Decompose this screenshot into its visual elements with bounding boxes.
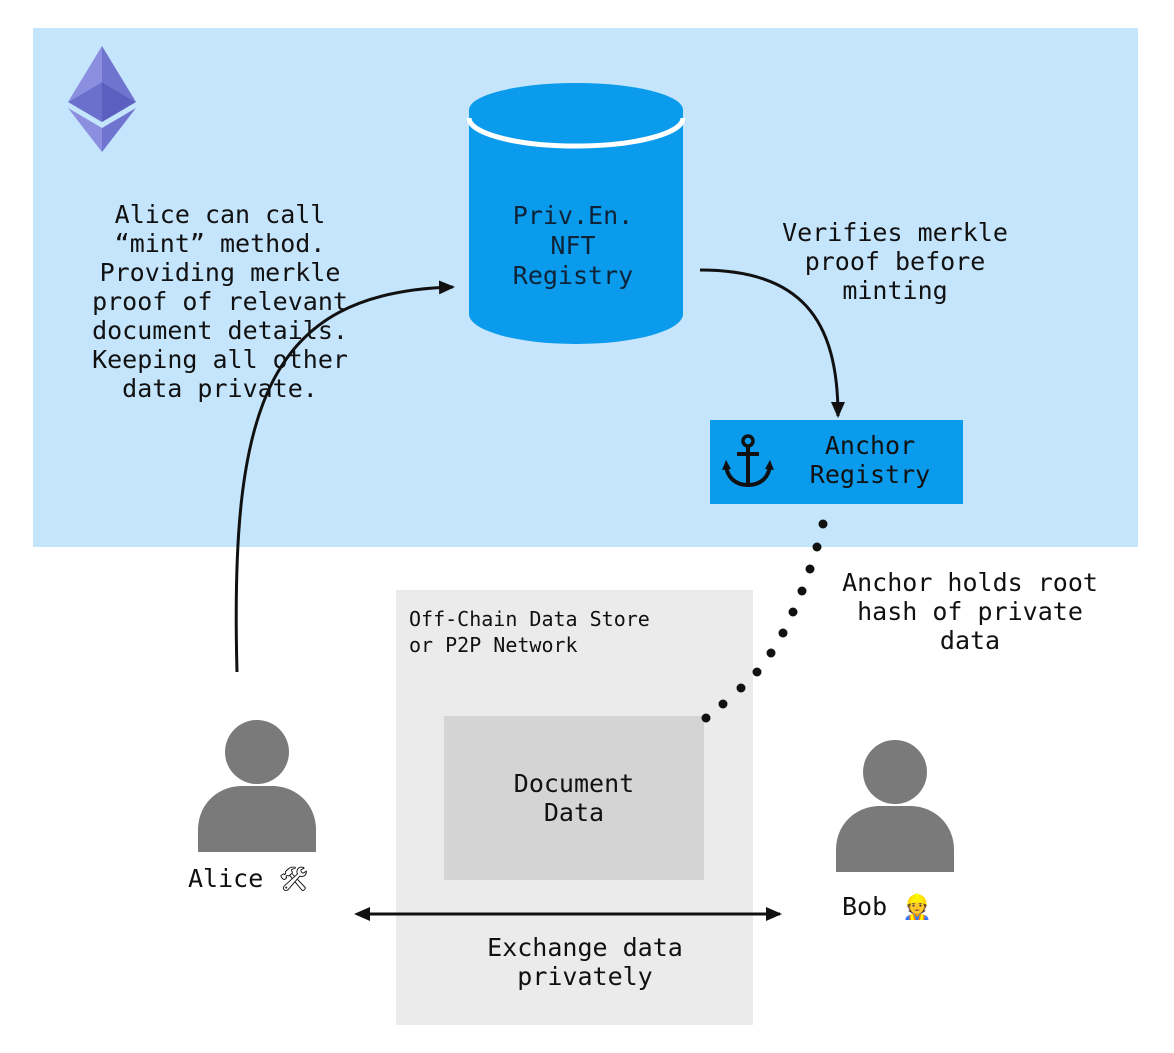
bob-person-icon xyxy=(836,740,954,872)
anchor-registry-label: Anchor Registry xyxy=(809,431,931,489)
construction-worker-icon: 👷 xyxy=(902,893,933,921)
ethereum-logo-icon xyxy=(68,46,136,152)
verify-annotation: Verifies merkle proof before minting xyxy=(782,218,1008,305)
exchange-annotation: Exchange data privately xyxy=(487,933,683,991)
alice-label: Alice 🛠 xyxy=(188,864,309,894)
offchain-store-title: Off-Chain Data Store or P2P Network xyxy=(409,607,650,657)
alice-name: Alice xyxy=(188,864,264,893)
alice-person-icon xyxy=(198,720,316,852)
bob-name: Bob xyxy=(842,892,888,921)
anchor-registry-box xyxy=(710,420,963,504)
tools-icon: 🛠 xyxy=(278,865,309,893)
database-cylinder-icon xyxy=(466,83,686,344)
anchor-icon xyxy=(722,434,774,488)
anchor-holds-annotation: Anchor holds root hash of private data xyxy=(842,568,1098,655)
document-data-box: Document Data xyxy=(444,716,704,880)
bob-label: Bob 👷 xyxy=(842,892,932,922)
alice-mint-annotation: Alice can call “mint” method. Providing … xyxy=(92,200,348,403)
verify-arrow xyxy=(699,268,845,418)
nft-registry-label: Priv.En. NFT Registry xyxy=(512,201,634,290)
anchor-dotted-link xyxy=(701,519,828,723)
mint-arrow xyxy=(234,280,455,673)
